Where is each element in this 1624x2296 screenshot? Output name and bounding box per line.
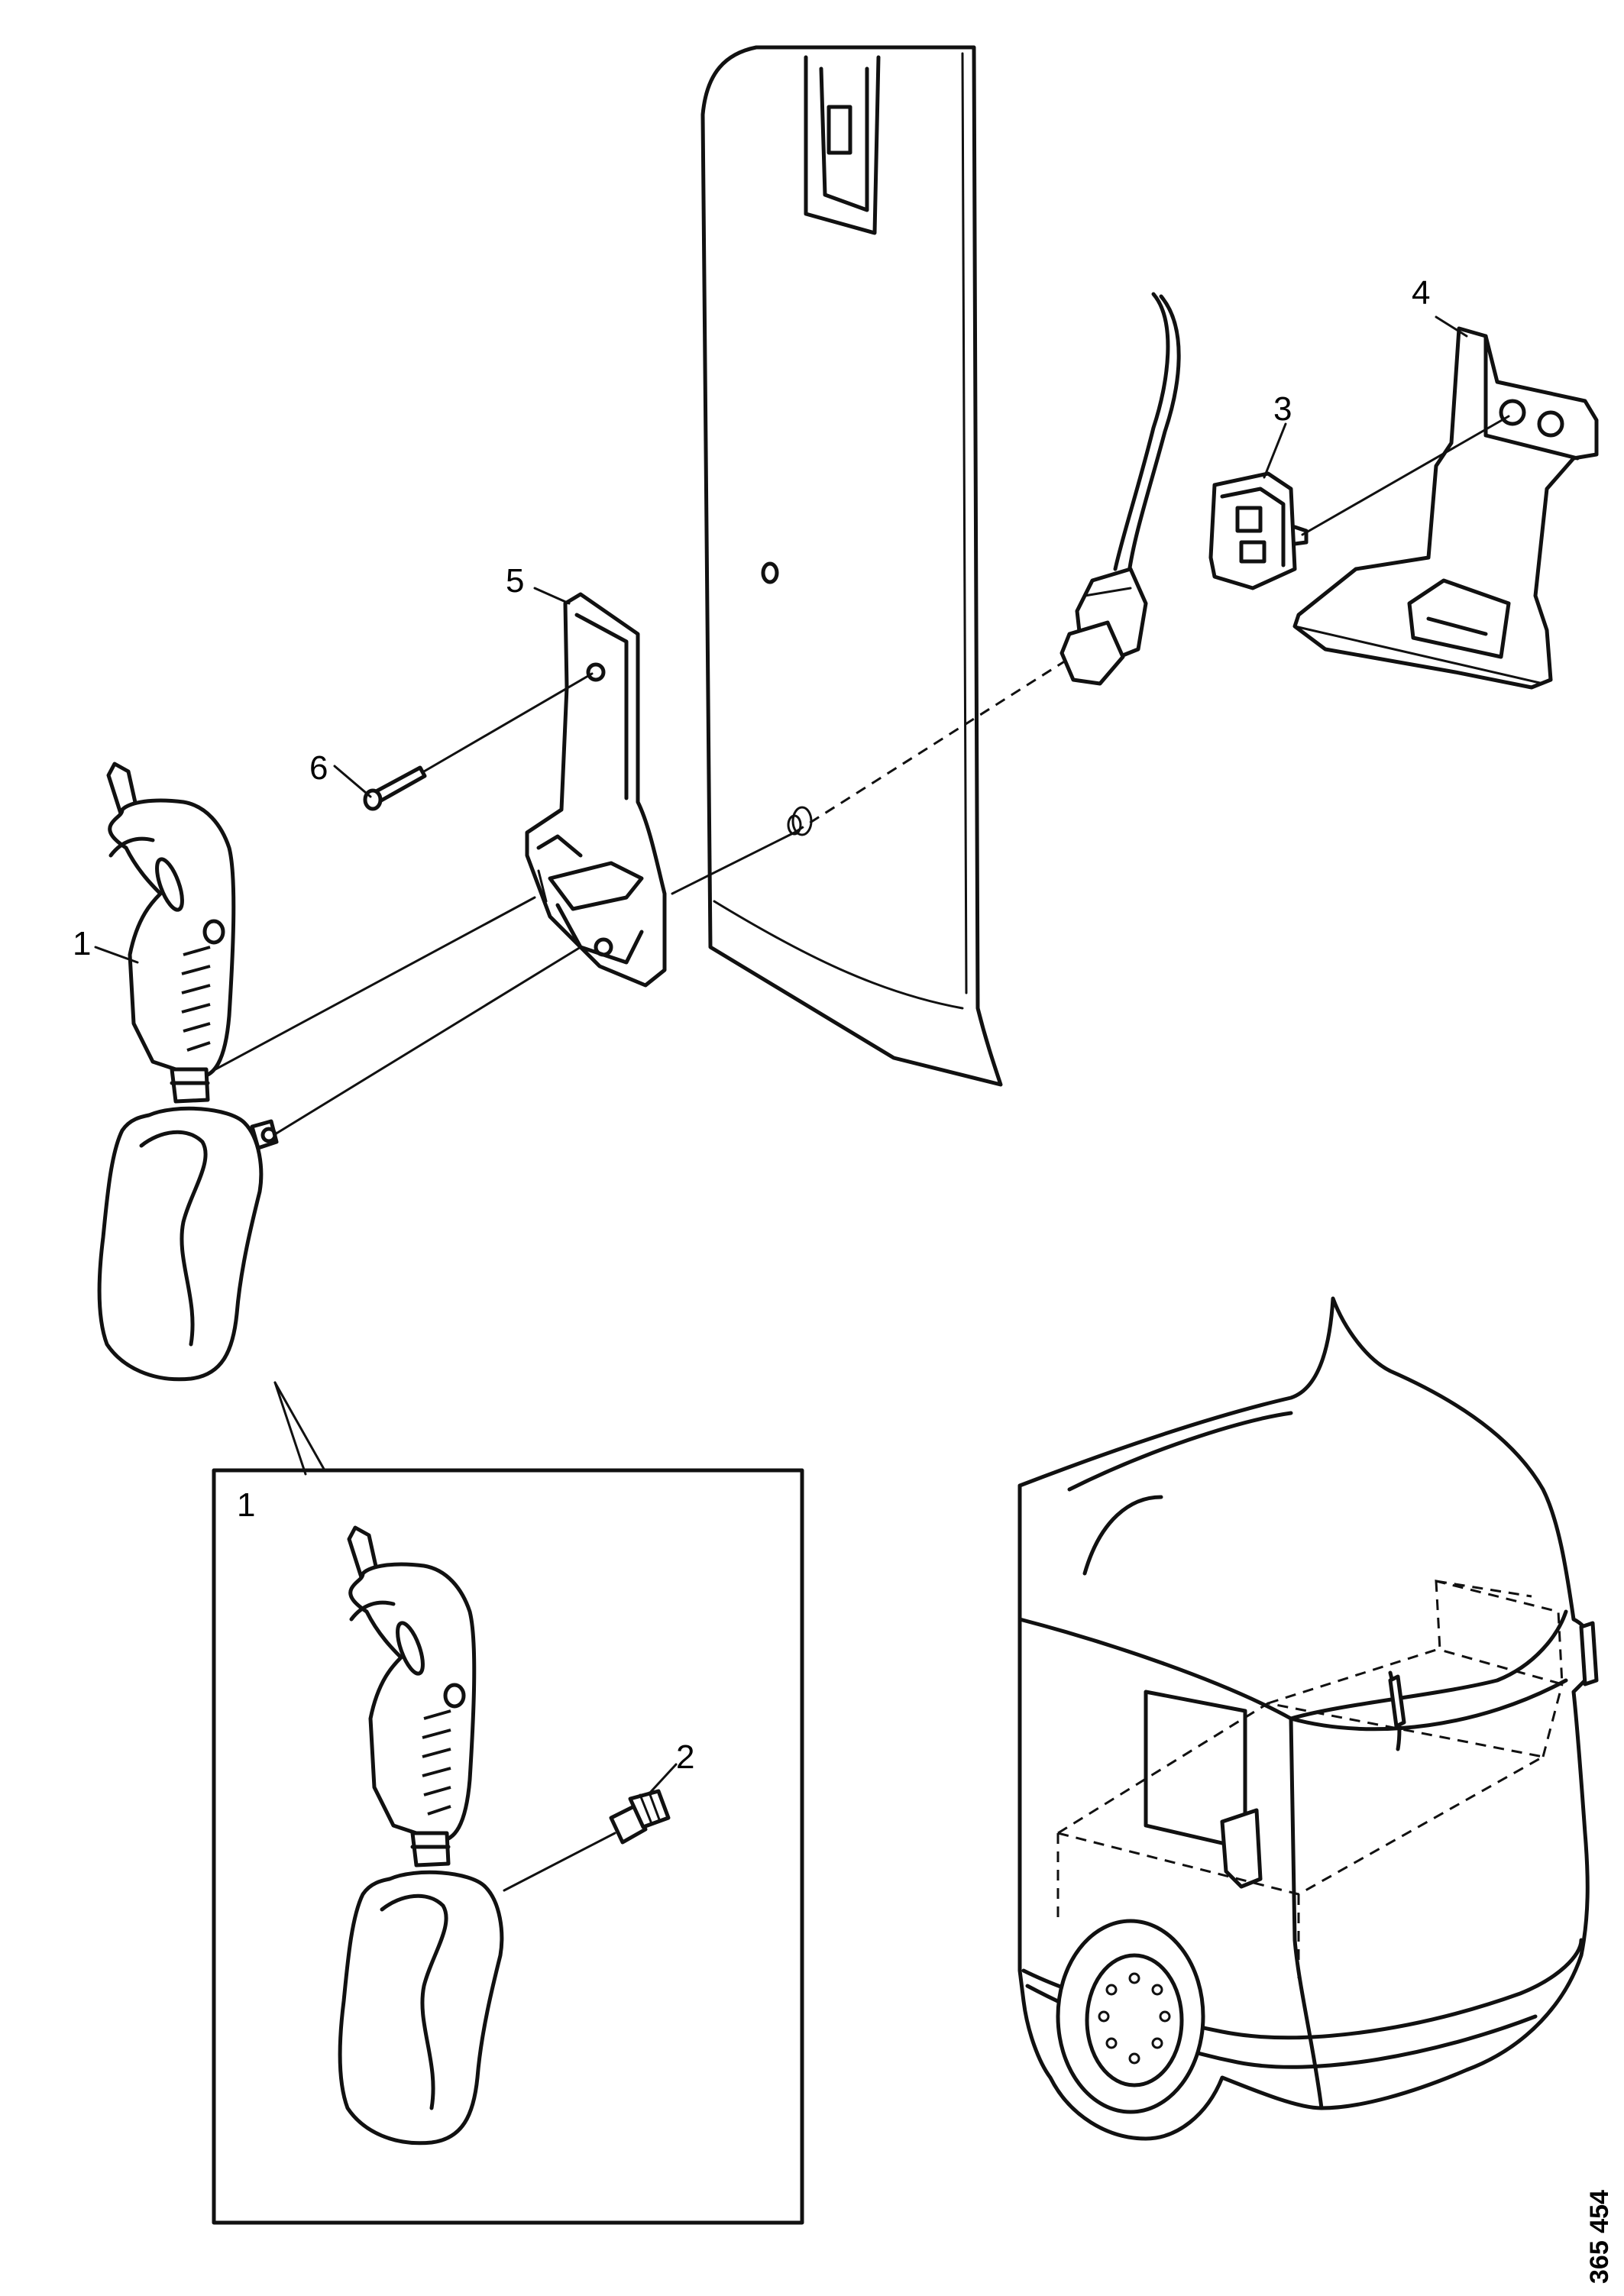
part-1-blow-gun xyxy=(97,762,279,1382)
callout-3: 3 xyxy=(1273,390,1292,428)
truck-cab-location-view xyxy=(1017,1296,1599,2141)
part-5-holder-bracket xyxy=(525,592,667,988)
callout-6: 6 xyxy=(309,749,328,787)
wheel-nuts xyxy=(1098,1972,1171,2065)
detail-callout-1: 1 xyxy=(237,1486,255,1524)
part-6-pin xyxy=(363,765,427,811)
callout-leaders xyxy=(94,315,1468,1795)
callout-4: 4 xyxy=(1412,274,1430,312)
detail-inset xyxy=(212,1381,804,2225)
reference-number: 365 454 xyxy=(1585,2190,1614,2284)
callout-2: 2 xyxy=(676,1738,694,1776)
assembly-lines xyxy=(214,415,1510,1136)
connector-with-hose xyxy=(1059,292,1181,686)
part-4-mounting-bracket xyxy=(1292,326,1599,690)
callout-1: 1 xyxy=(73,925,91,962)
part-3-clip xyxy=(1208,471,1309,590)
pillar-trim-panel xyxy=(700,45,1003,1087)
callout-5: 5 xyxy=(506,562,524,600)
